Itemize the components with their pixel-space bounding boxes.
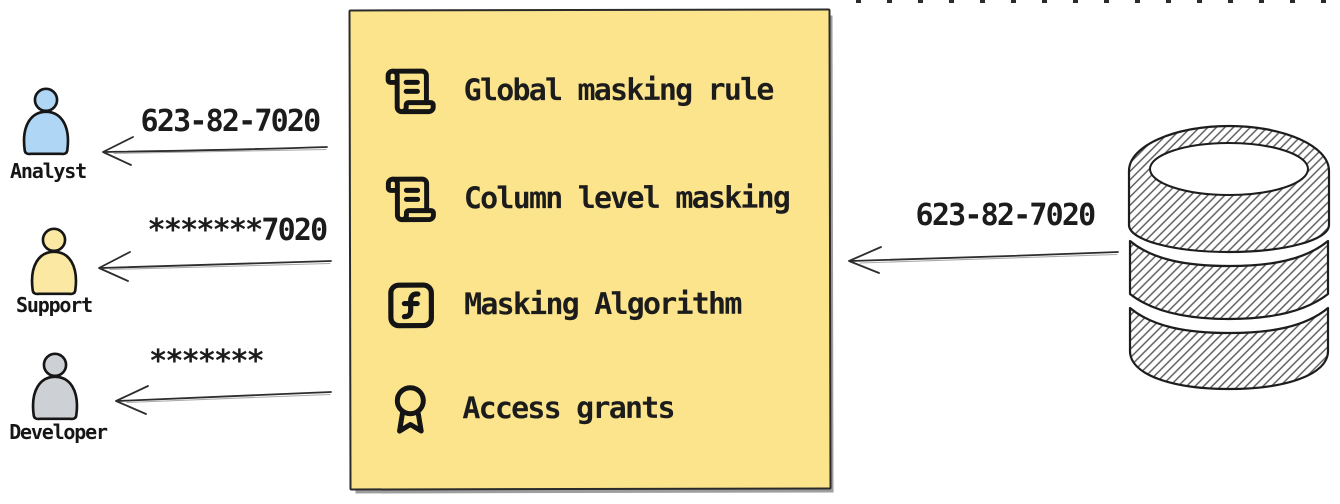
masking-box-row: Masking Algorithm bbox=[384, 273, 741, 338]
support-person-icon bbox=[30, 227, 78, 296]
scroll-icon bbox=[385, 68, 436, 115]
developer-label: Developer bbox=[9, 420, 108, 444]
masking-box-row: Global masking rule bbox=[384, 59, 773, 124]
masking-rules-box: Global masking rule Column level masking… bbox=[348, 8, 832, 491]
column-level-masking-label: Column level masking bbox=[463, 180, 790, 217]
arrow-masking-to-developer bbox=[115, 385, 332, 415]
arrow-masking-to-analyst bbox=[102, 136, 328, 166]
developer-person-icon bbox=[31, 352, 79, 421]
function-square-icon bbox=[388, 282, 434, 329]
arrow-database-to-masking bbox=[848, 246, 1119, 274]
global-masking-rule-label: Global masking rule bbox=[463, 72, 773, 109]
access-grants-label: Access grants bbox=[462, 390, 674, 427]
analyst-mask-value: 623-82-7020 bbox=[140, 104, 322, 139]
analyst-person-icon bbox=[22, 87, 70, 156]
support-label: Support bbox=[16, 293, 93, 317]
masking-box-row: Column level masking bbox=[384, 167, 789, 232]
support-mask-value: *******7020 bbox=[147, 213, 329, 248]
arrow-masking-to-support bbox=[98, 251, 332, 282]
masking-box-row: Access grants bbox=[384, 377, 674, 442]
award-icon bbox=[394, 385, 426, 434]
masking-algorithm-label: Masking Algorithm bbox=[464, 286, 741, 323]
analyst-label: Analyst bbox=[10, 159, 87, 183]
developer-mask-value: ******* bbox=[149, 344, 265, 379]
scroll-icon bbox=[385, 176, 436, 223]
database-arrow-label: 623-82-7020 bbox=[915, 198, 1097, 233]
database-icon bbox=[1127, 124, 1331, 391]
